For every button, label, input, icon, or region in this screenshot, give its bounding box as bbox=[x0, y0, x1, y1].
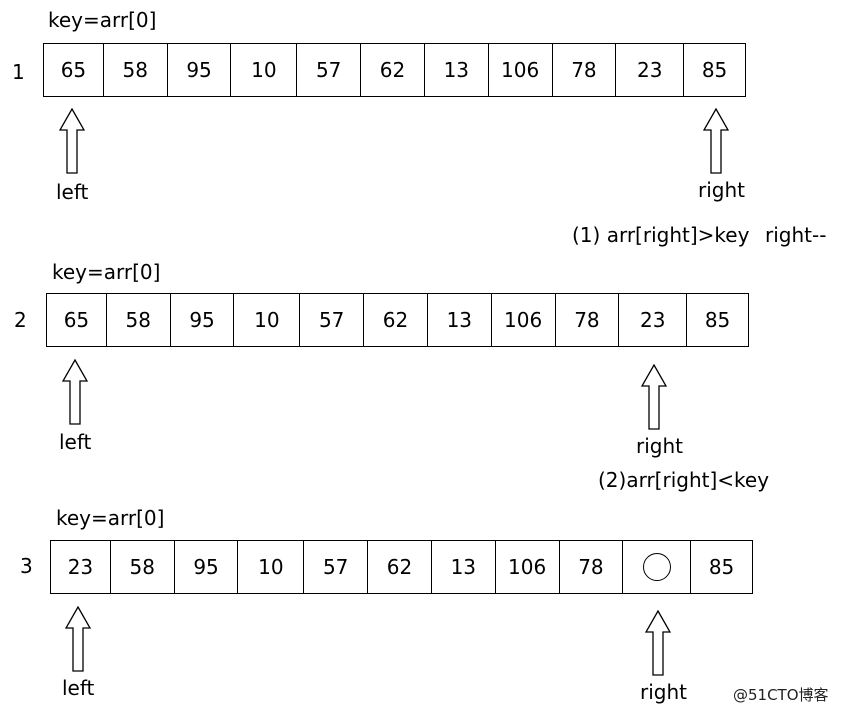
array-cell: 65 bbox=[47, 294, 107, 346]
array-cell: 57 bbox=[300, 294, 365, 346]
key-label-1: key=arr[0] bbox=[48, 8, 157, 32]
hole-circle-icon bbox=[642, 553, 671, 581]
array-cell: 106 bbox=[496, 541, 560, 593]
array-cell: 58 bbox=[107, 294, 171, 346]
step-note-1b: right-- bbox=[765, 223, 827, 247]
watermark: @51CTO博客 bbox=[733, 686, 829, 704]
right-pointer-label: right bbox=[698, 178, 745, 202]
array-cell: 62 bbox=[361, 44, 425, 96]
step-note-2: (2)arr[right]<key bbox=[598, 468, 770, 492]
right-pointer-label: right bbox=[640, 680, 687, 704]
array-cell: 13 bbox=[432, 541, 496, 593]
array-cell: 62 bbox=[368, 541, 432, 593]
array-cell: 23 bbox=[51, 541, 111, 593]
array-cell: 23 bbox=[619, 294, 688, 346]
array-cell: 106 bbox=[489, 44, 553, 96]
step-number-2: 2 bbox=[14, 308, 27, 332]
array-cell: 85 bbox=[704, 308, 731, 332]
up-arrow-icon bbox=[641, 364, 667, 430]
up-arrow-icon bbox=[59, 108, 85, 174]
array-cell: 58 bbox=[104, 44, 168, 96]
array-cell: 10 bbox=[238, 541, 305, 593]
array-cell: 95 bbox=[171, 294, 235, 346]
array-cell: 95 bbox=[175, 541, 239, 593]
array-cell: 10 bbox=[231, 44, 298, 96]
array-cell: 85 bbox=[701, 58, 728, 82]
step-note-1: (1) arr[right]>key bbox=[572, 223, 750, 247]
array-cell: 78 bbox=[560, 541, 624, 593]
array-cell-empty bbox=[623, 541, 692, 593]
array-cell: 13 bbox=[428, 294, 492, 346]
array-cell: 23 bbox=[616, 44, 685, 96]
array-cell: 57 bbox=[304, 541, 369, 593]
up-arrow-icon bbox=[645, 610, 671, 676]
up-arrow-icon bbox=[65, 606, 91, 672]
right-pointer-label: right bbox=[636, 434, 683, 458]
array-row-1: 65 58 95 10 57 62 13 106 78 23 85 bbox=[43, 43, 746, 97]
array-cell: 58 bbox=[111, 541, 175, 593]
array-cell: 10 bbox=[234, 294, 301, 346]
array-row-3: 23 58 95 10 57 62 13 106 78 85 bbox=[50, 540, 753, 594]
array-cell: 62 bbox=[364, 294, 428, 346]
array-cell: 78 bbox=[553, 44, 617, 96]
key-label-2: key=arr[0] bbox=[52, 260, 161, 284]
array-cell: 95 bbox=[168, 44, 232, 96]
array-cell: 106 bbox=[492, 294, 556, 346]
step-number-1: 1 bbox=[12, 60, 25, 84]
left-pointer-label: left bbox=[62, 676, 95, 700]
array-cell: 57 bbox=[297, 44, 362, 96]
array-cell: 65 bbox=[44, 44, 104, 96]
step-number-3: 3 bbox=[20, 554, 33, 578]
left-pointer-label: left bbox=[59, 430, 92, 454]
left-pointer-label: left bbox=[56, 180, 89, 204]
key-label-3: key=arr[0] bbox=[56, 506, 165, 530]
array-cell: 85 bbox=[708, 555, 735, 579]
array-cell: 78 bbox=[556, 294, 620, 346]
array-cell: 13 bbox=[425, 44, 489, 96]
array-row-2: 65 58 95 10 57 62 13 106 78 23 85 bbox=[46, 293, 749, 347]
up-arrow-icon bbox=[62, 359, 88, 425]
up-arrow-icon bbox=[703, 108, 729, 174]
